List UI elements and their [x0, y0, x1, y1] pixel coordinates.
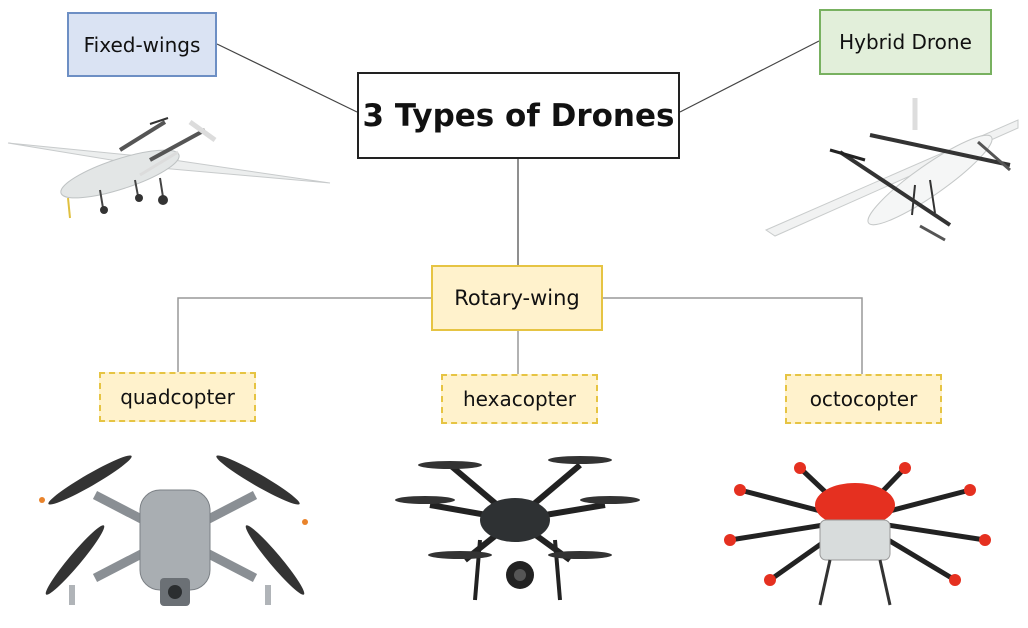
hybrid-vtol-drone-image: [764, 98, 1019, 242]
connector-title-fixed: [216, 43, 358, 113]
hexacopter-node: hexacopter: [441, 374, 598, 424]
connector-title-hybrid: [679, 40, 820, 113]
hybrid-drone-node: Hybrid Drone: [819, 9, 992, 75]
rotary-wing-node: Rotary-wing: [431, 265, 603, 331]
octocopter-drone-image: [724, 462, 991, 606]
connector-rotary-quad: [177, 297, 431, 372]
quadcopter-node: quadcopter: [99, 372, 256, 422]
quadcopter-drone-image: [39, 455, 308, 606]
diagram-title: 3 Types of Drones: [357, 72, 680, 159]
fixed-wing-drone-image: [7, 117, 331, 219]
fixed-wings-node: Fixed-wings: [67, 12, 217, 77]
connector-rotary-octo: [603, 297, 863, 374]
octocopter-node: octocopter: [785, 374, 942, 424]
hexacopter-drone-image: [395, 456, 640, 601]
